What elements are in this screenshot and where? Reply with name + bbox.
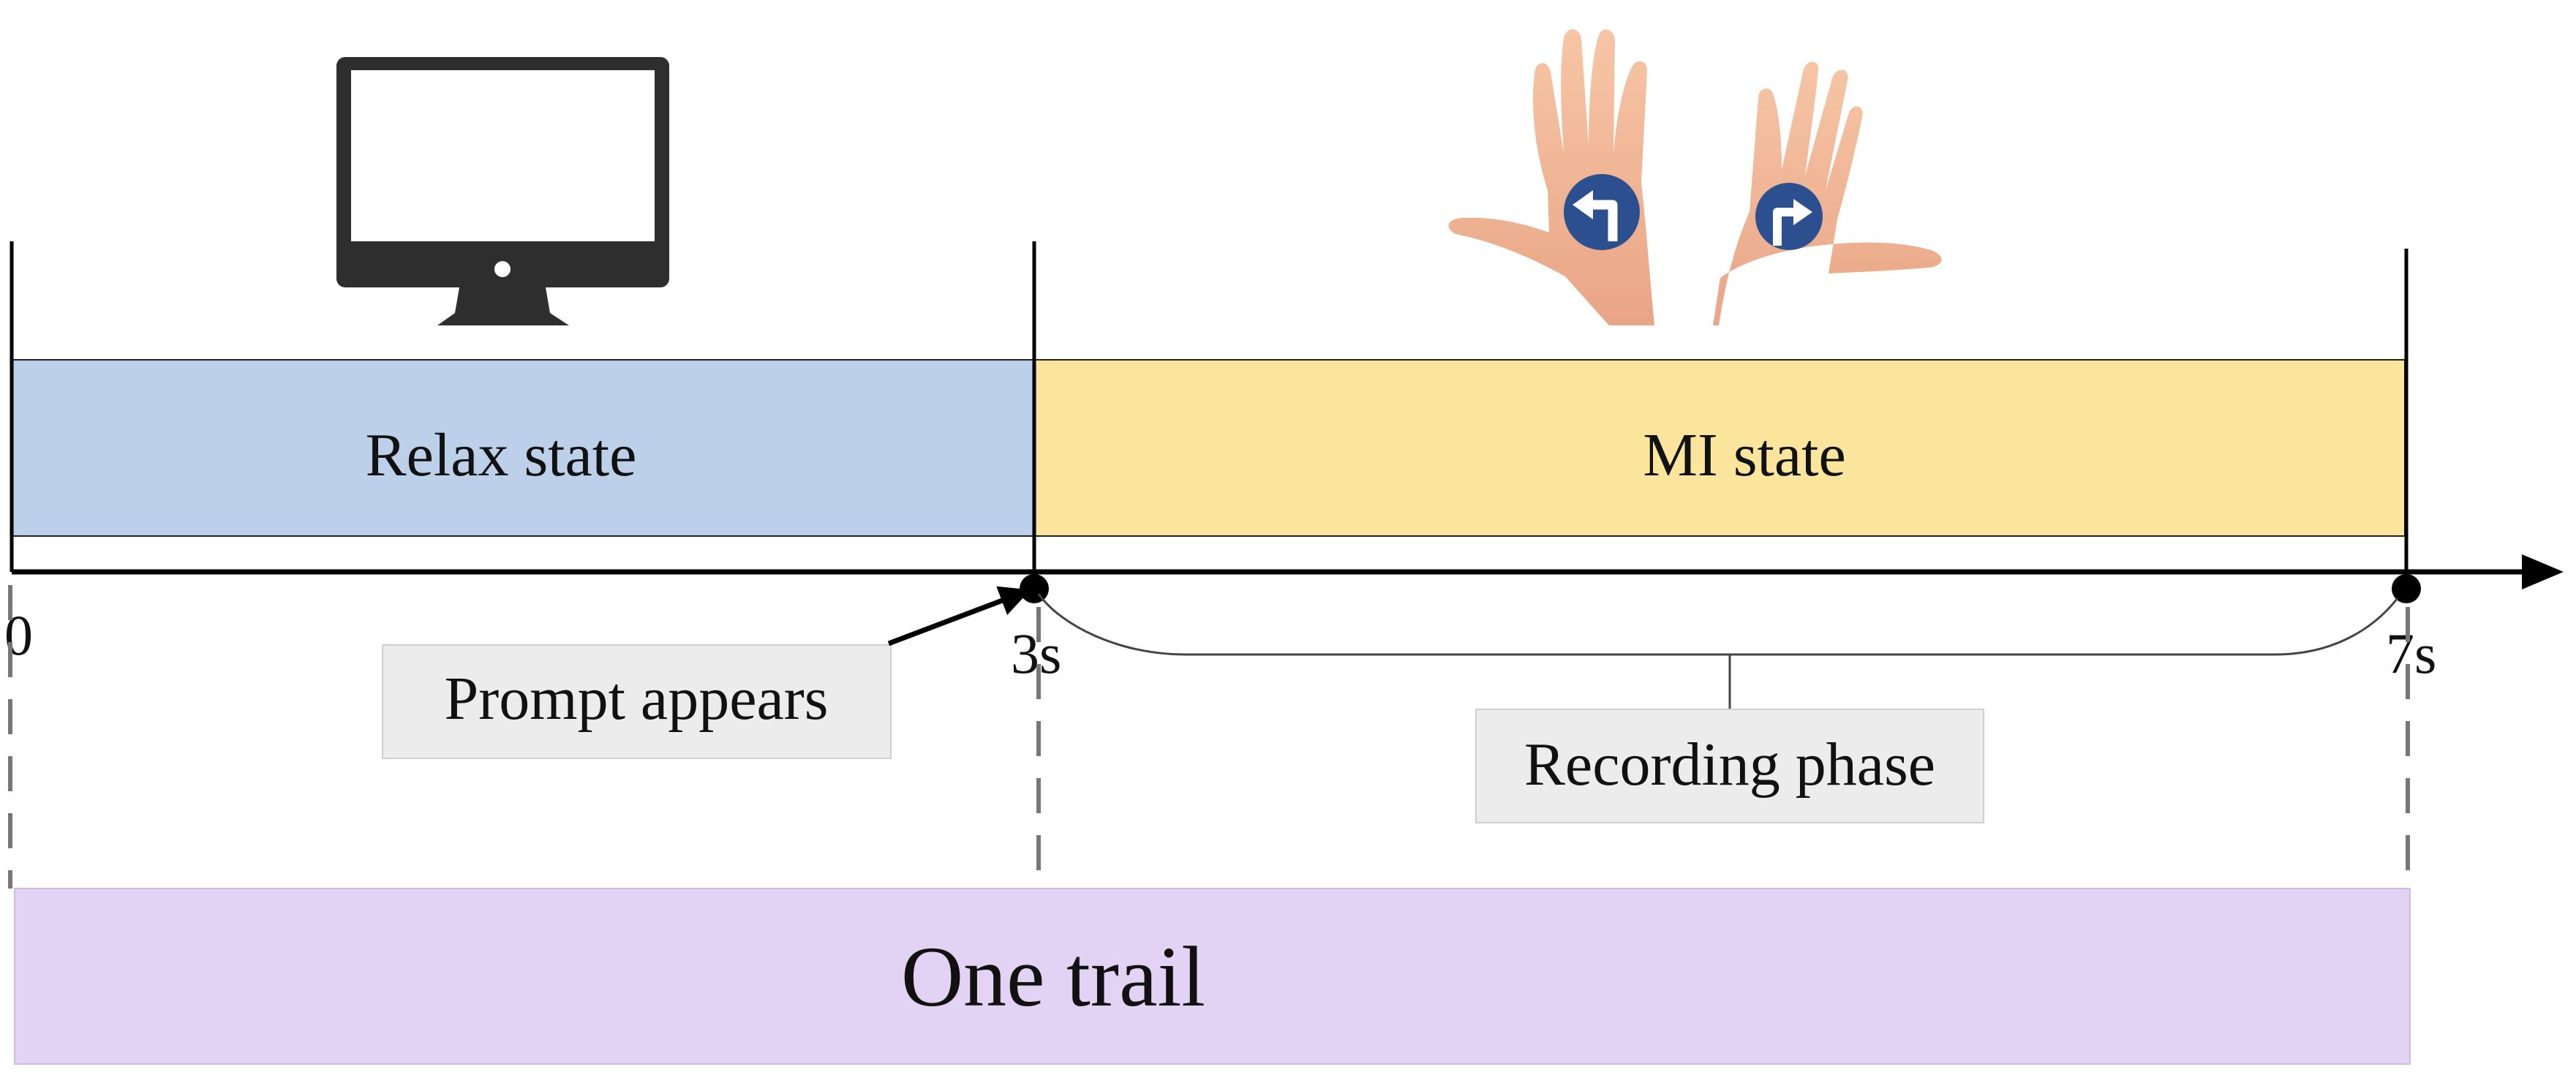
trial-box [14,888,2411,1065]
recording-callout-box [1475,709,1984,823]
prompt-arrow [887,586,1031,646]
cue-marker [1020,574,1049,603]
time-axis [12,554,2564,589]
hands-turn-arrows-icon [1448,29,1942,326]
end-marker [2392,574,2421,603]
tick-label-cue: 3s [1011,622,1061,685]
mi-state-label: MI state [1643,421,1846,489]
relax-state-label: Relax state [366,421,637,489]
prompt-callout-box [382,644,892,759]
recording-callout-label: Recording phase [1524,731,1935,799]
monitor-icon [336,57,669,325]
trial-label: One trail [901,929,1205,1025]
tick-label-end: 7s [2386,622,2436,685]
relax-state-box [11,359,1035,537]
recording-brace [1037,593,2399,656]
prompt-callout-label: Prompt appears [445,665,829,733]
